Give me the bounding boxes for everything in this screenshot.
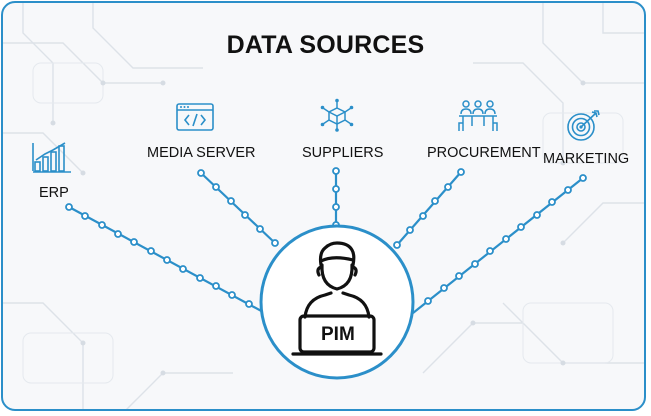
connector-node: [98, 221, 106, 229]
connector-node: [212, 183, 220, 191]
connector-node: [419, 212, 427, 220]
connector-node: [332, 167, 340, 175]
connector-node: [332, 185, 340, 193]
connector-node: [455, 272, 463, 280]
source-label-marketing: MARKETING: [543, 151, 630, 167]
target-icon: [567, 110, 600, 141]
code-window-icon: [176, 103, 214, 131]
connector-node: [241, 211, 249, 219]
connector-node: [564, 186, 572, 194]
connector-node: [444, 183, 452, 191]
connector-node: [65, 203, 73, 211]
connector-node: [227, 197, 235, 205]
connector-media-server: [200, 172, 276, 244]
connector-node: [81, 212, 89, 220]
connector-lines: [65, 167, 587, 380]
source-label-erp: ERP: [39, 185, 69, 201]
connector-node: [579, 174, 587, 182]
connector-node: [147, 247, 155, 255]
connector-node: [393, 241, 401, 249]
connector-node: [486, 247, 494, 255]
diagram-title: DATA SOURCES: [226, 31, 425, 59]
source-label-procurement: PROCUREMENT: [427, 145, 541, 161]
connector-node: [245, 300, 253, 308]
connector-node: [533, 211, 541, 219]
source-label-suppliers: SUPPLIERS: [302, 145, 384, 161]
connector-node: [228, 291, 236, 299]
connector-node: [424, 297, 432, 305]
connector-node: [179, 265, 187, 273]
network-box-icon: [320, 98, 354, 132]
connector-node: [431, 197, 439, 205]
connector-node: [163, 256, 171, 264]
person-at-laptop-icon: [291, 241, 383, 356]
connector-node: [256, 225, 264, 233]
connector-node: [517, 223, 525, 231]
pim-label: PIM: [321, 324, 355, 345]
source-label-media-server: MEDIA SERVER: [147, 145, 256, 161]
connector-node: [130, 238, 138, 246]
connector-node: [196, 274, 204, 282]
connector-node: [471, 260, 479, 268]
connector-node: [406, 226, 414, 234]
meeting-table-icon: [458, 100, 498, 131]
connector-node: [457, 168, 465, 176]
connector-procurement: [396, 171, 462, 246]
connector-node: [548, 198, 556, 206]
diagram-card: DATA SOURCES: [1, 1, 646, 411]
connector-node: [114, 230, 122, 238]
connector-node: [271, 239, 279, 247]
connector-node: [212, 282, 220, 290]
bar-chart-icon: [32, 142, 71, 173]
connector-node: [197, 169, 205, 177]
connector-node: [502, 235, 510, 243]
connector-node: [440, 284, 448, 292]
connector-node: [332, 203, 340, 211]
background-pattern: [3, 3, 644, 409]
